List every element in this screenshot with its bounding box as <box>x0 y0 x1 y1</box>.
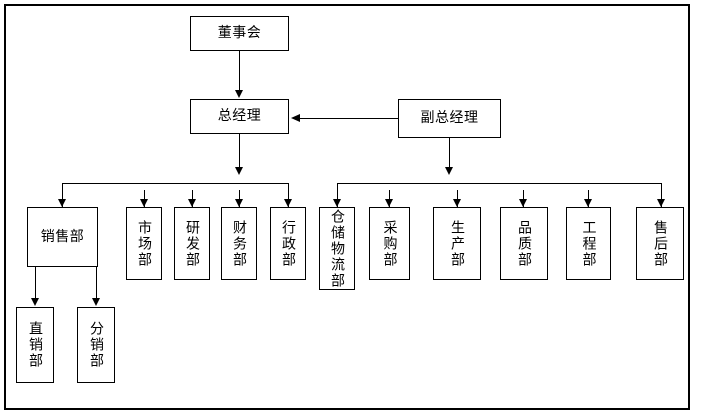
node-quality[interactable]: 品质部 <box>500 207 548 280</box>
node-board-label: 董事会 <box>217 25 262 42</box>
node-admin-label: 行政部 <box>280 219 296 268</box>
connector-bus-to-aftersales <box>661 183 662 207</box>
node-engineering-label: 工程部 <box>580 219 597 268</box>
connector-sales-to-direct-sales <box>35 267 36 299</box>
connector-bus-to-engineering <box>588 190 589 207</box>
arrowhead-dgm-to-gm <box>291 114 300 122</box>
arrowhead-bus-to-rnd <box>188 199 196 207</box>
node-production[interactable]: 生产部 <box>433 207 481 280</box>
node-rnd[interactable]: 研发部 <box>174 207 210 280</box>
arrowhead-bus-to-aftersales <box>657 199 665 207</box>
node-marketing-label: 市场部 <box>136 219 152 268</box>
node-production-label: 生产部 <box>449 219 465 268</box>
node-direct-sales[interactable]: 直销部 <box>16 307 54 383</box>
arrowhead-bus-to-purchasing <box>385 199 393 207</box>
arrowhead-bus-to-sales <box>58 199 66 207</box>
bus-left-departments <box>62 183 288 184</box>
bus-right-departments <box>337 183 661 184</box>
node-rnd-label: 研发部 <box>184 219 200 268</box>
connector-dgm-to-right-bus <box>449 138 450 168</box>
node-deputy-general-manager-label: 副总经理 <box>420 110 479 127</box>
connector-sales-to-distribution <box>96 267 97 299</box>
node-direct-sales-label: 直销部 <box>27 321 43 369</box>
arrowhead-bus-to-engineering <box>584 199 592 207</box>
connector-bus-to-marketing <box>144 190 145 207</box>
connector-bus-to-rnd <box>192 190 193 207</box>
node-deputy-general-manager[interactable]: 副总经理 <box>398 99 501 138</box>
connector-gm-to-left-bus <box>239 134 240 168</box>
node-board[interactable]: 董事会 <box>190 16 289 51</box>
node-distribution[interactable]: 分销部 <box>77 307 115 383</box>
node-finance[interactable]: 财务部 <box>221 207 257 280</box>
connector-bus-to-admin <box>288 183 289 207</box>
connector-bus-to-quality <box>523 190 524 207</box>
node-after-sales-label: 售后部 <box>652 219 668 268</box>
arrowhead-bus-to-quality <box>519 199 527 207</box>
connector-dgm-to-gm <box>300 118 398 119</box>
connector-board-to-gm <box>239 51 240 91</box>
node-warehouse-logistics-label: 仓储物流部 <box>329 208 345 289</box>
connector-bus-to-finance <box>239 190 240 207</box>
connector-bus-to-production <box>457 190 458 207</box>
node-sales[interactable]: 销售部 <box>27 207 98 267</box>
arrowhead-bus-to-marketing <box>140 199 148 207</box>
arrowhead-board-to-gm <box>235 90 243 98</box>
arrowhead-bus-to-production <box>453 199 461 207</box>
arrowhead-gm-to-left-bus <box>235 167 243 175</box>
arrowhead-sales-to-direct-sales <box>31 298 39 306</box>
node-general-manager[interactable]: 总经理 <box>190 99 289 134</box>
node-engineering[interactable]: 工程部 <box>566 207 611 280</box>
node-sales-label: 销售部 <box>40 228 85 245</box>
arrowhead-sales-to-distribution <box>92 298 100 306</box>
node-warehouse-logistics[interactable]: 仓储物流部 <box>319 207 355 290</box>
node-purchasing-label: 采购部 <box>381 219 398 268</box>
node-finance-label: 财务部 <box>231 219 247 268</box>
node-quality-label: 品质部 <box>516 219 532 268</box>
node-admin[interactable]: 行政部 <box>270 207 306 280</box>
arrowhead-bus-to-warehouse <box>333 199 341 207</box>
node-purchasing[interactable]: 采购部 <box>369 207 410 280</box>
node-after-sales[interactable]: 售后部 <box>636 207 684 280</box>
arrowhead-bus-to-finance <box>235 199 243 207</box>
node-distribution-label: 分销部 <box>88 321 104 369</box>
connector-bus-to-sales <box>62 183 63 207</box>
node-marketing[interactable]: 市场部 <box>126 207 162 280</box>
connector-bus-to-purchasing <box>389 190 390 207</box>
diagram-frame <box>4 4 690 410</box>
arrowhead-bus-to-admin <box>284 199 292 207</box>
arrowhead-dgm-to-right-bus <box>445 167 453 175</box>
connector-bus-to-warehouse <box>337 183 338 207</box>
node-general-manager-label: 总经理 <box>217 108 262 125</box>
